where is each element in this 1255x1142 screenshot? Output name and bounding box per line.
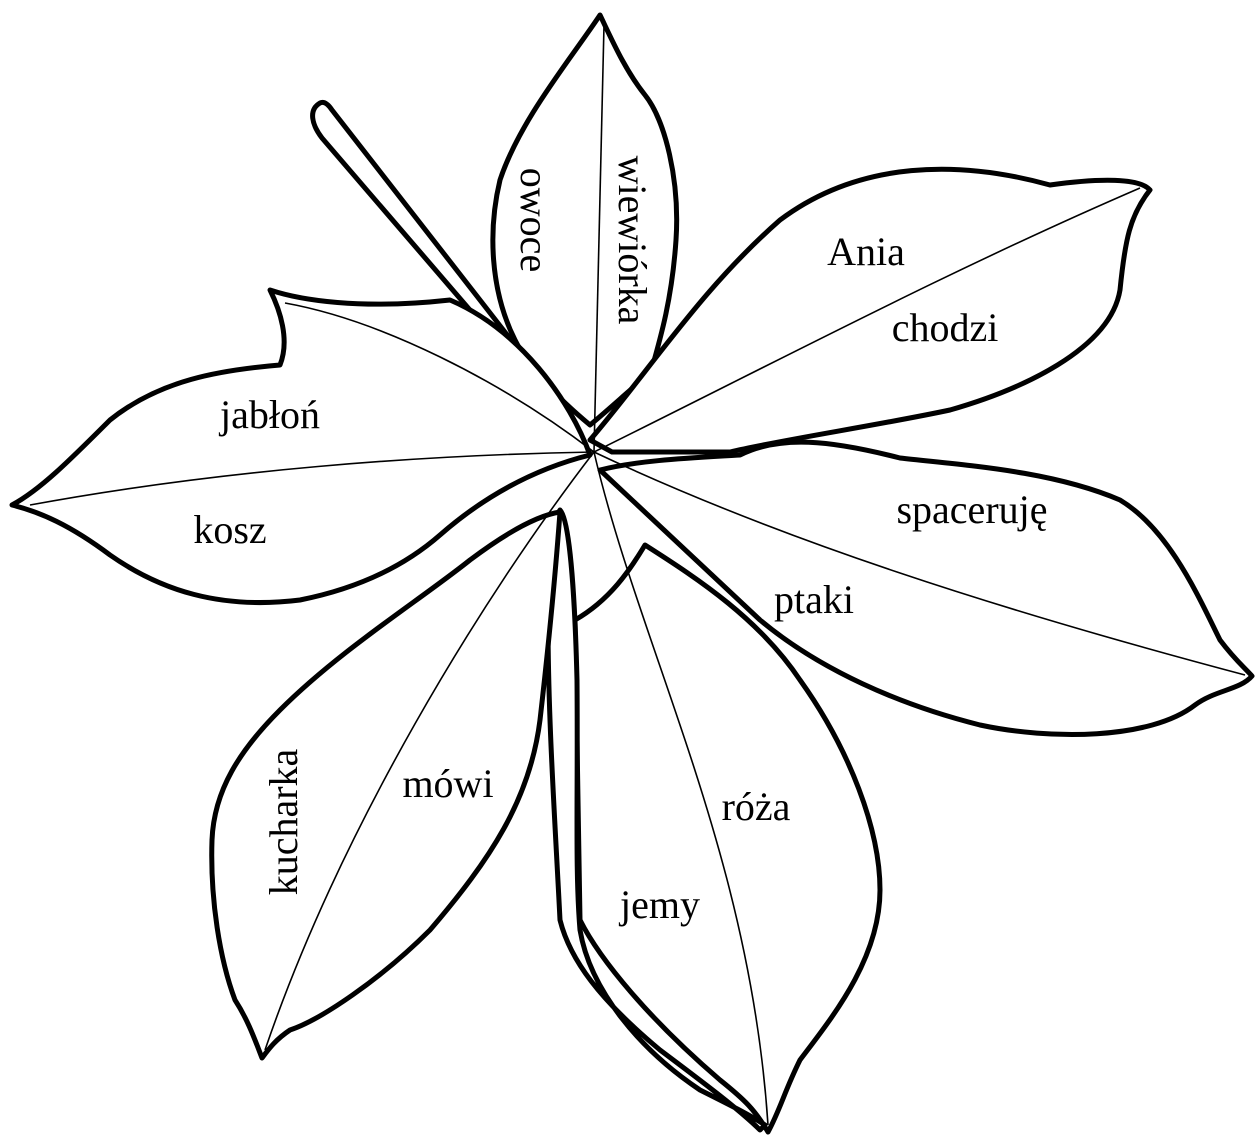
word-kucharka: kucharka [261,748,306,895]
word-ania: Ania [827,229,905,274]
word-spaceruje: spaceruję [896,487,1047,532]
word-jemy: jemy [618,882,700,927]
word-chodzi: chodzi [892,305,999,350]
word-roza: róża [722,784,791,829]
word-owoce: owoce [512,168,557,272]
word-ptaki: ptaki [774,577,854,622]
word-mowi: mówi [402,761,493,806]
word-wiewiorka: wiewiórka [610,156,655,325]
word-kosz: kosz [193,507,266,552]
word-jablon: jabłoń [218,392,320,437]
